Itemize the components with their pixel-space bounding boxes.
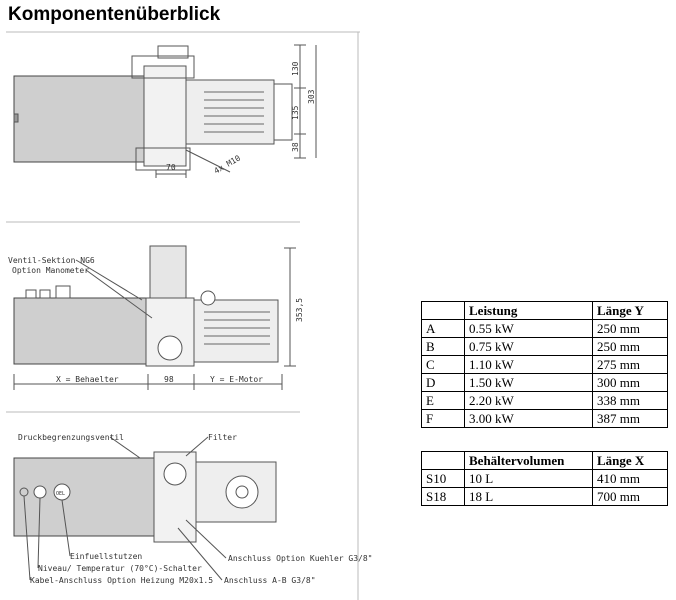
callout-cooler-port: Anschluss Option Kuehler G3/8" xyxy=(228,554,373,563)
table-row: F 3.00 kW 387 mm xyxy=(421,409,668,428)
table-header: Leistung xyxy=(464,301,593,320)
tank-front xyxy=(13,457,155,537)
motor-top xyxy=(185,79,275,145)
top-view xyxy=(13,44,317,178)
table-cell: 1.10 kW xyxy=(464,355,593,374)
page-title: Komponentenüberblick xyxy=(8,4,221,25)
table-header xyxy=(421,451,465,470)
table-cell: A xyxy=(421,319,465,338)
table-header: Länge Y xyxy=(592,301,668,320)
table-row: B 0.75 kW 250 mm xyxy=(421,337,668,356)
table-row: C 1.10 kW 275 mm xyxy=(421,355,668,374)
callout-port-a-b: Anschluss A-B G3/8" xyxy=(224,576,316,585)
table-row: E 2.20 kW 338 mm xyxy=(421,391,668,410)
table-header-row: Leistung Länge Y xyxy=(421,301,668,320)
table-cell: E xyxy=(421,391,465,410)
callout-pressure-relief-valve: Druckbegrenzungsventil xyxy=(18,433,124,442)
table-cell: 3.00 kW xyxy=(464,409,593,428)
table-cell: 275 mm xyxy=(592,355,668,374)
table-cell: 410 mm xyxy=(592,469,668,488)
table-cell: 250 mm xyxy=(592,337,668,356)
level-switch xyxy=(33,485,47,499)
tank-table: Behältervolumen Länge X S10 10 L 410 mm … xyxy=(421,451,668,506)
table-cell: 300 mm xyxy=(592,373,668,392)
table-header: Behältervolumen xyxy=(464,451,593,470)
table-row: A 0.55 kW 250 mm xyxy=(421,319,668,338)
dim-y-motor: Y = E-Motor xyxy=(210,375,263,384)
table-cell: 338 mm xyxy=(592,391,668,410)
table-cell: 700 mm xyxy=(592,487,668,506)
table-cell: 10 L xyxy=(464,469,593,488)
table-cell: 2.20 kW xyxy=(464,391,593,410)
valve-block-top xyxy=(143,65,187,167)
dim-135: 135 xyxy=(291,105,300,120)
tank-top xyxy=(13,75,145,163)
table-cell: B xyxy=(421,337,465,356)
table-header xyxy=(421,301,465,320)
table-cell: 0.55 kW xyxy=(464,319,593,338)
dim-130: 130 xyxy=(291,61,300,76)
motor-side xyxy=(193,299,279,363)
table-cell: F xyxy=(421,409,465,428)
dim-38: 38 xyxy=(291,142,300,152)
callout-filler-neck: Einfuellstutzen xyxy=(70,552,142,561)
dim-353-5: 353,5 xyxy=(295,298,304,322)
dim-98: 98 xyxy=(164,375,174,384)
front-view xyxy=(13,436,277,581)
dim-70: 70 xyxy=(166,163,176,172)
dim-303: 303 xyxy=(307,89,316,104)
manometer-gauge xyxy=(157,335,183,361)
oil-badge: OEL xyxy=(56,491,65,497)
side-view xyxy=(13,245,296,390)
tank-side xyxy=(13,297,149,365)
table-row: S10 10 L 410 mm xyxy=(421,469,668,488)
table-header-row: Behältervolumen Länge X xyxy=(421,451,668,470)
table-cell: C xyxy=(421,355,465,374)
callout-manometer: Option Manometer xyxy=(12,266,89,275)
table-cell: 18 L xyxy=(464,487,593,506)
tank-tower-side xyxy=(149,245,187,299)
table-cell: 1.50 kW xyxy=(464,373,593,392)
table-cell: S18 xyxy=(421,487,465,506)
table-row: D 1.50 kW 300 mm xyxy=(421,373,668,392)
power-table: Leistung Länge Y A 0.55 kW 250 mm B 0.75… xyxy=(421,301,668,428)
table-cell: 0.75 kW xyxy=(464,337,593,356)
dim-4xm10: 4x M10 xyxy=(213,153,243,175)
table-header: Länge X xyxy=(592,451,668,470)
table-cell: D xyxy=(421,373,465,392)
table-cell: 250 mm xyxy=(592,319,668,338)
callout-filter: Filter xyxy=(208,433,237,442)
table-cell: S10 xyxy=(421,469,465,488)
table-row: S18 18 L 700 mm xyxy=(421,487,668,506)
callout-cable-heater: Kabel-Anschluss Option Heizung M20x1.5 xyxy=(30,576,213,585)
dim-x-tank: X = Behaelter xyxy=(56,375,119,384)
table-cell: 387 mm xyxy=(592,409,668,428)
callout-level-temp-switch: Niveau/ Temperatur (70°C)-Schalter xyxy=(38,564,202,573)
callout-valve-section: Ventil-Sektion NG6 xyxy=(8,256,95,265)
drawing-frame xyxy=(6,31,360,600)
filter-cap xyxy=(163,462,187,486)
